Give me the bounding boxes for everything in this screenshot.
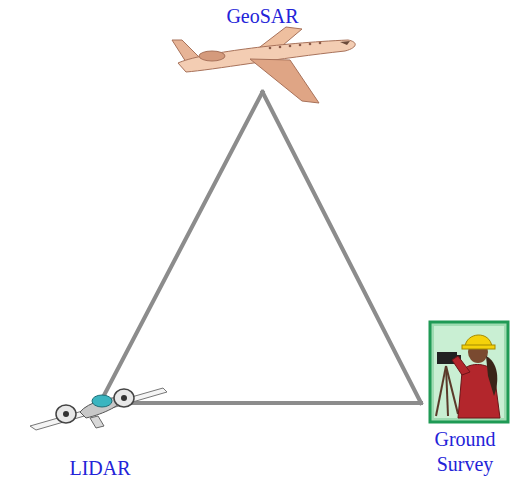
triangle-side bbox=[100, 92, 263, 403]
node-label: GeoSAR bbox=[165, 4, 360, 29]
survey-label-node: Ground Survey bbox=[421, 320, 509, 481]
propeller-aircraft bbox=[30, 388, 167, 430]
aircraft-label-node: LIDAR bbox=[25, 403, 175, 485]
surveyor-picture bbox=[430, 322, 508, 422]
triangle-side bbox=[263, 92, 422, 403]
jet-aircraft bbox=[172, 27, 355, 103]
node-label: Ground Survey bbox=[421, 427, 509, 477]
node-label: LIDAR bbox=[25, 456, 175, 481]
aircraft-label-node: GeoSAR bbox=[165, 2, 360, 92]
triangle-side bbox=[100, 401, 421, 405]
